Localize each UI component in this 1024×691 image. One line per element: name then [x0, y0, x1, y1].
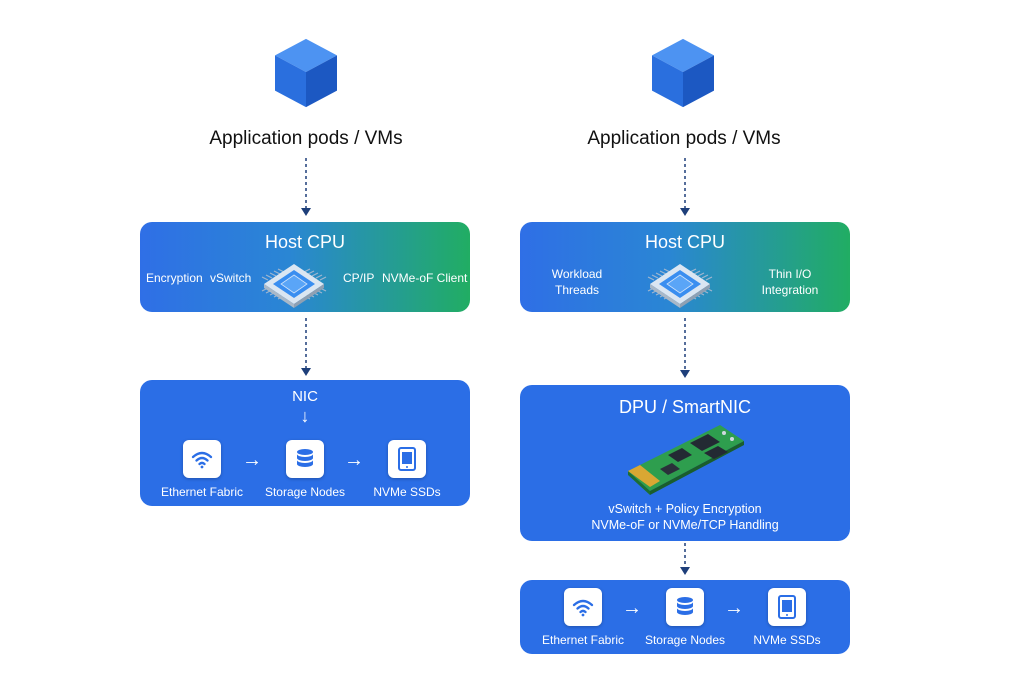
nvme-ssds-tile: [388, 440, 426, 478]
left-nic-box: NIC ↓ → → Ethernet Fabric Storage Nodes …: [140, 380, 470, 506]
encryption-label: Encryption: [146, 271, 203, 285]
host-cpu-title: Host CPU: [644, 232, 725, 252]
host-cpu-title: Host CPU: [264, 232, 345, 252]
nvme-of-client-label: NVMe-oF Client: [382, 271, 468, 285]
wifi-icon: [191, 451, 213, 470]
thin-io-integration-label: Thin I/O Integration: [761, 267, 819, 297]
flow-arrow: →: [242, 449, 262, 471]
dpu-title: DPU / SmartNIC: [618, 397, 751, 417]
cpu-chip-icon: [647, 263, 713, 309]
storage-nodes-tile: [286, 440, 324, 478]
cpip-label: CP/IP: [343, 271, 375, 285]
ethernet-fabric-caption: Ethernet Fabric: [160, 485, 244, 499]
down-arrow: [680, 158, 690, 216]
vswitch-label: vSwitch: [210, 271, 252, 285]
nvme-ssds-caption: NVMe SSDs: [753, 633, 821, 647]
down-arrow: [301, 158, 311, 216]
cpu-chip-icon: [261, 263, 327, 309]
wifi-icon: [572, 599, 594, 618]
database-icon: [677, 597, 693, 615]
dpu-smartnic-box: DPU / SmartNIC vSwitch + Policy Encrypti…: [520, 385, 850, 541]
ssd-icon: [398, 447, 416, 471]
nvme-ssds-tile: [768, 588, 806, 626]
cube-icon: [275, 38, 337, 108]
cube-icon: [652, 38, 714, 108]
storage-nodes-caption: Storage Nodes: [644, 633, 726, 647]
smartnic-card-icon: [628, 425, 744, 495]
down-arrow: [680, 543, 690, 575]
ethernet-fabric-tile: [564, 588, 602, 626]
database-icon: [297, 449, 313, 467]
flow-arrow: →: [622, 597, 642, 619]
dpu-description: vSwitch + Policy Encryption NVMe-oF or N…: [591, 502, 779, 532]
right-app-pods-label: Application pods / VMs: [587, 128, 781, 149]
left-host-cpu-box: Host CPU Encryption vSwitch CP/IP NVMe-o…: [140, 222, 470, 312]
down-arrow: [680, 318, 690, 378]
storage-nodes-tile: [666, 588, 704, 626]
right-host-cpu-box: Host CPU Workload Threads Thin I/O Integ…: [520, 222, 850, 312]
workload-threads-label: Workload Threads: [551, 267, 603, 297]
right-storage-box: → → Ethernet Fabric Storage Nodes NVMe S…: [520, 580, 850, 654]
flow-arrow: →: [724, 597, 744, 619]
ssd-icon: [778, 595, 796, 619]
storage-nodes-caption: Storage Nodes: [264, 485, 346, 499]
nvme-ssds-caption: NVMe SSDs: [373, 485, 441, 499]
flow-arrow: →: [344, 449, 364, 471]
nic-down-arrow: ↓: [300, 406, 310, 426]
nic-title: NIC: [292, 388, 318, 405]
ethernet-fabric-caption: Ethernet Fabric: [541, 633, 625, 647]
ethernet-fabric-tile: [183, 440, 221, 478]
down-arrow: [301, 318, 311, 376]
left-app-pods-label: Application pods / VMs: [209, 128, 403, 149]
